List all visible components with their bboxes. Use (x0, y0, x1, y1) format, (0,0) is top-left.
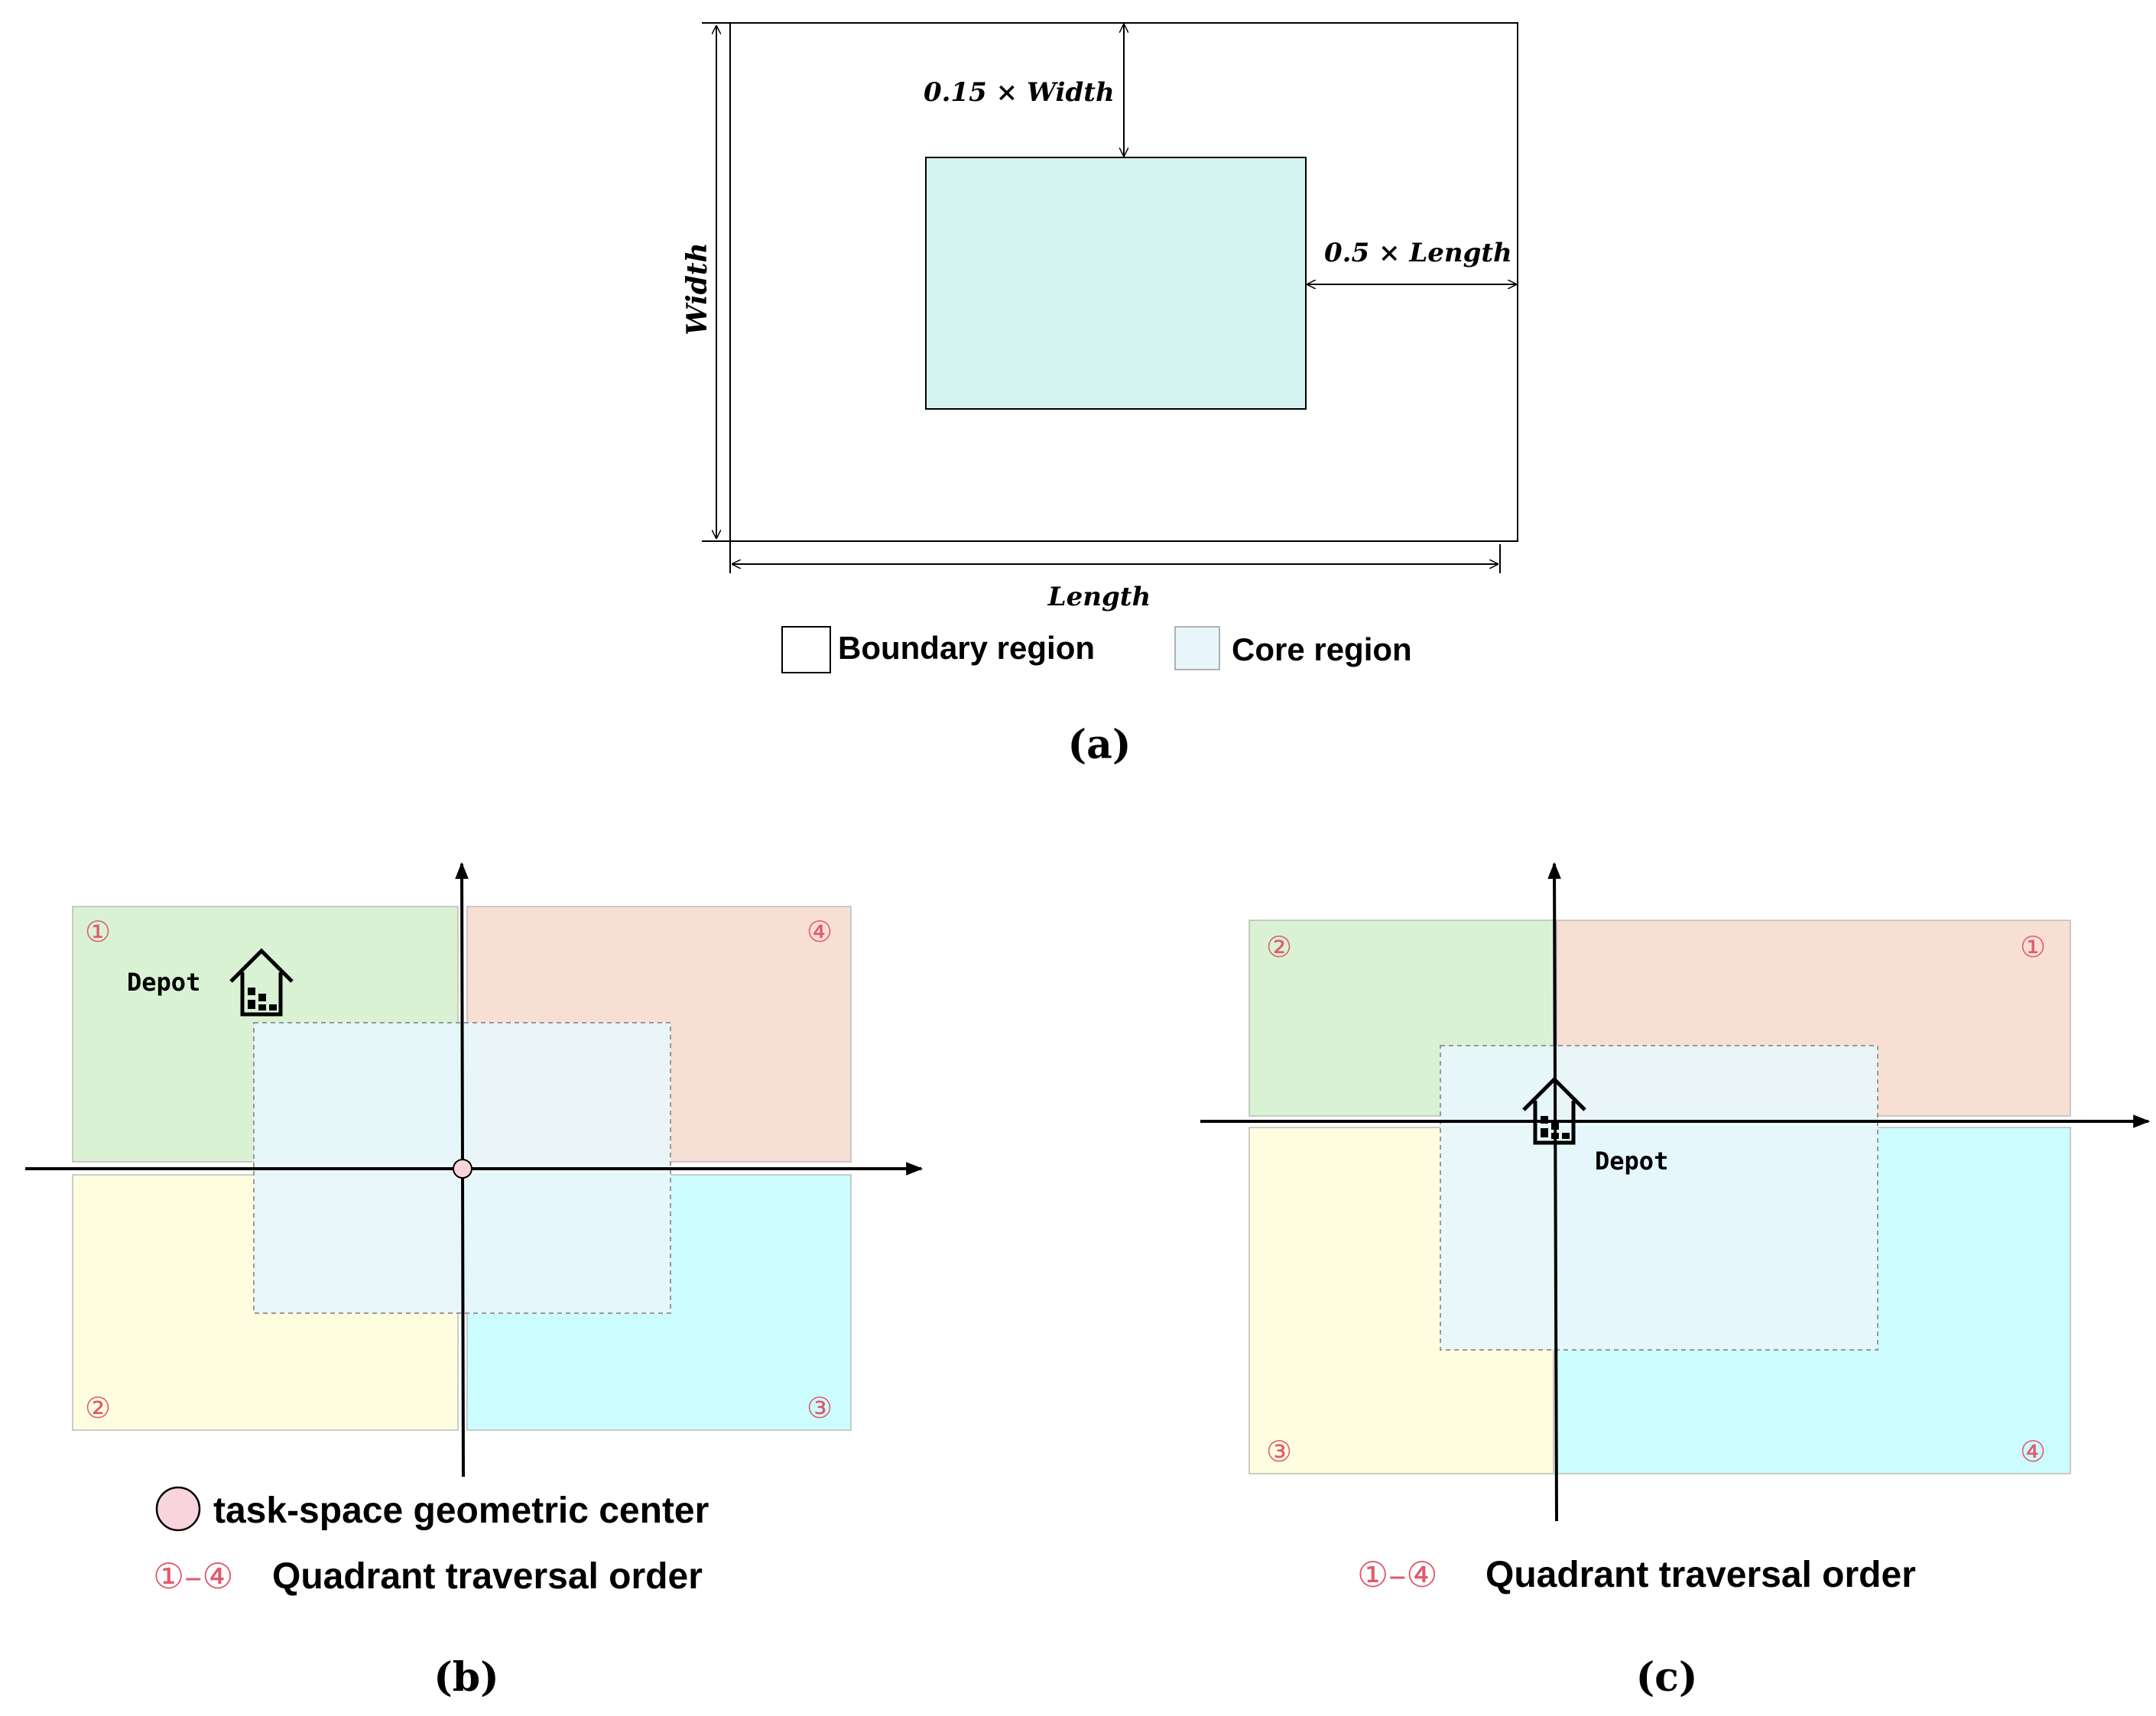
legend-center-dot (155, 1486, 201, 1532)
quadrant-label-bottom-left: ② (85, 1391, 111, 1425)
legend-order-symbol: ①–④ (1357, 1554, 1437, 1595)
legend-order-label: Quadrant traversal order (1485, 1555, 1916, 1595)
depot-icon (229, 948, 294, 1017)
panel-c: ② ① ③ ④ Depot ①–④ Quadrant traversal ord… (1200, 861, 2151, 1701)
quadrant-label-top-left: ① (85, 915, 111, 949)
length-label: Length (1047, 582, 1151, 612)
panel-a: 0.15 × Width 0.5 × Length Width Length B… (681, 22, 1518, 768)
caption-a: (a) (1068, 722, 1132, 768)
core-region (1440, 1045, 1878, 1351)
legend-core-swatch (1174, 626, 1220, 670)
quadrant-label-bottom-right: ③ (807, 1391, 833, 1425)
depot-icon (1522, 1076, 1586, 1145)
quadrant-label-top-left: ② (1266, 930, 1292, 964)
y-axis (1547, 861, 1561, 1522)
legend-boundary-swatch (781, 626, 831, 673)
quadrant-label-top-right: ① (2020, 930, 2046, 964)
legend-order-symbol: ①–④ (153, 1555, 233, 1597)
panel-b: ① ④ ② ③ Depot task-space geometric cente… (25, 861, 924, 1701)
right-margin-label: 0.5 × Length (1324, 238, 1512, 268)
legend-order-label: Quadrant traversal order (272, 1556, 703, 1597)
legend-core-label: Core region (1232, 631, 1412, 667)
width-label: Width (681, 242, 713, 335)
depot-label: Depot (127, 968, 200, 997)
quadrant-label-bottom-left: ③ (1266, 1435, 1292, 1468)
legend-center-label: task-space geometric center (213, 1491, 709, 1531)
caption-b: (b) (433, 1654, 499, 1701)
core-rect (925, 157, 1307, 410)
caption-c: (c) (1636, 1654, 1698, 1701)
quadrant-label-bottom-right: ④ (2020, 1435, 2046, 1468)
quadrant-label-top-right: ④ (807, 915, 833, 949)
depot-label: Depot (1595, 1147, 1668, 1176)
legend-boundary-label: Boundary region (838, 630, 1095, 666)
center-dot (453, 1159, 472, 1179)
top-margin-label: 0.15 × Width (924, 77, 1115, 108)
